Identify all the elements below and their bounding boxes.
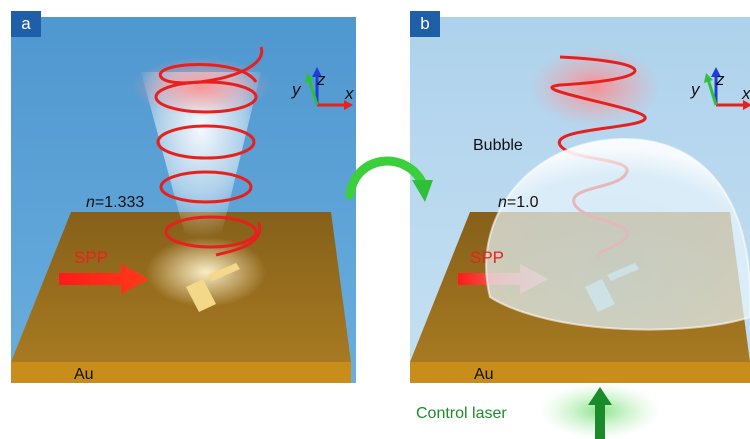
axis-label-y: y: [292, 80, 301, 99]
panel-b-tag: b: [410, 11, 440, 37]
gold-film-side: [11, 362, 351, 383]
control-laser-label: Control laser: [416, 405, 507, 422]
axis-label-y-b: y: [691, 80, 700, 99]
refractive-index-label-b: n=1.0: [498, 194, 539, 211]
axis-label-z: z: [317, 70, 326, 89]
panel-a-scene: [11, 17, 356, 383]
circular-polarization-helix: [154, 46, 263, 257]
panel-a-tag: a: [11, 11, 41, 37]
nanoslits: [186, 263, 240, 312]
focal-spot: [146, 237, 266, 307]
transition-arrow-icon: [345, 156, 433, 202]
bubble-dome: [485, 137, 750, 331]
bubble-label: Bubble: [473, 137, 523, 154]
axis-label-z-b: z: [716, 70, 725, 89]
panel-b-scene: [410, 17, 750, 383]
nanoslits: [585, 263, 639, 312]
axes-icon: [305, 67, 353, 110]
panel-a: [11, 17, 356, 383]
light-beam: [141, 72, 261, 257]
axis-label-x-b: x: [742, 84, 750, 103]
spp-label-a: SPP: [74, 248, 109, 267]
spp-arrow: [59, 264, 149, 294]
gold-film-side: [410, 362, 750, 383]
red-halo: [530, 47, 660, 127]
refractive-index-label-a: n=1.333: [86, 194, 145, 211]
panel-b: [410, 17, 750, 383]
control-laser-beam: [540, 383, 660, 439]
axes-icon: [704, 67, 750, 110]
spp-label-b: SPP: [470, 248, 505, 267]
red-halo: [131, 57, 271, 117]
substrate-label-b: Au: [474, 366, 494, 383]
axis-label-x: x: [345, 84, 354, 103]
substrate-label-a: Au: [74, 366, 94, 383]
